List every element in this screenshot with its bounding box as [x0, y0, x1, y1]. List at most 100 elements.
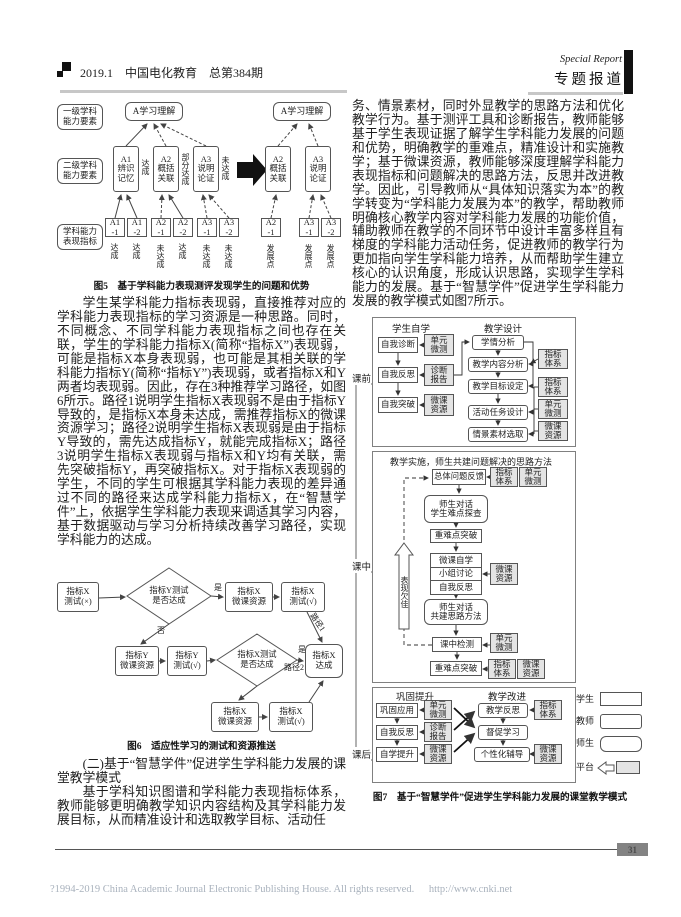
fig5-right-status-1: 发展点 [266, 244, 275, 268]
poor-performance-label: 表现欠佳 [400, 576, 409, 609]
fig5-right-status-2: 发展点 [304, 244, 313, 268]
figure6-arrows [98, 567, 324, 720]
fig5-ind-a2-2: A2 -2 [173, 217, 193, 237]
fig6-test-x-pass: 指标X 测试(√) [281, 581, 325, 612]
node-breakthrough-1: 重难点突破 [430, 529, 482, 544]
fig6-y-resource: 指标Y 微课资源 [115, 645, 159, 676]
big-right-arrow-icon [237, 154, 267, 186]
node-group-discussion: 小组讨论 [431, 566, 481, 581]
fig5-left-top-node: A学习理解 [125, 102, 183, 121]
node-micro-self-study: 微课自学 [438, 554, 473, 565]
legend-both-box [600, 736, 642, 753]
platform-micro-res-mid2: 微课 资源 [517, 659, 545, 680]
pre-right-title: 教学设计 [484, 325, 523, 336]
footer-copyright: ?1994-2019 China Academic Journal Electr… [50, 884, 660, 895]
node-self-improve: 自学提升 [376, 747, 418, 763]
node-in-class-test: 课中检测 [432, 637, 482, 653]
pre-left-title: 学生自学 [392, 325, 431, 336]
node-teaching-reflection: 教学反思 [478, 703, 528, 719]
platform-unit-test-pre: 单元 微测 [424, 334, 454, 357]
poor-performance-shape [394, 542, 414, 630]
node-goal-setting: 教学目标设定 [468, 379, 528, 395]
header-right-rule [528, 52, 623, 95]
platform-micro-res-pre2: 微课 资源 [538, 421, 568, 442]
fig5-ind-a3-2: A3 -2 [219, 217, 239, 237]
platform-indicator-mid1: 指标 体系 [490, 467, 518, 488]
figure6: 指标X 测试(×) 指标Y测试 是否达成 是 指标X 微课资源 指标X 测试(√… [57, 554, 346, 736]
body-paragraph-2: 基于学科知识图谱和学科能力表现指标体系，教师能够更明确教学知识内容结构及其学科能… [57, 784, 346, 827]
node-dialog-coconstruct: 师生对话 共建思路方法 [424, 599, 488, 626]
copyright-text: ?1994-2019 China Academic Journal Electr… [50, 884, 415, 895]
post-right-title: 教学改进 [488, 693, 527, 704]
node-self-reflection-pre: 自我反思 [378, 367, 418, 384]
stage-label-mid: 课中 [352, 559, 372, 574]
figure5: 一级学科 能力要素 二级学科 能力要素 学科能力 表现指标 A学习理解 A1 辨… [57, 100, 346, 276]
fig5-ind-status-4: 达成 [178, 243, 187, 259]
node-material-select: 情景素材选取 [468, 427, 528, 443]
fig5-row-label-2: 二级学科 能力要素 [57, 158, 103, 184]
fig5-row-label-1: 一级学科 能力要素 [57, 104, 103, 130]
fig5-right-node-a3: A3 说明 论证 [305, 146, 331, 192]
fig6-yes1-label: 是 [214, 582, 222, 592]
legend-platform-arrow-icon [597, 761, 615, 776]
journal-logo-icon-2 [57, 71, 63, 77]
fig6-test-x-fail: 指标X 测试(×) [57, 581, 99, 612]
fig5-status-a1: 达成 [141, 159, 150, 175]
fig5-right-node-a2: A2 概括 关联 [265, 146, 291, 192]
node-consolidate-apply: 巩固应用 [376, 703, 418, 719]
platform-unit-test-pre2: 单元 微测 [538, 399, 568, 420]
legend-teacher-label: 教师 [576, 716, 595, 727]
fig5-row-label-3: 学科能力 表现指标 [57, 224, 103, 250]
fig6-test-x-pass2: 指标X 测试(√) [269, 701, 313, 732]
fig6-path2-label: 路径2 [284, 662, 304, 672]
page-number-badge: 31 [617, 843, 648, 856]
fig5-ind-a1-1: A1 -1 [105, 217, 125, 237]
fig6-test-y-pass: 指标Y 测试(√) [167, 645, 207, 676]
node-self-diagnosis: 自我诊断 [378, 337, 418, 354]
fig5-ind-status-5: 未达成 [202, 244, 211, 268]
left-column: 一级学科 能力要素 二级学科 能力要素 学科能力 表现指标 A学习理解 A1 辨… [57, 100, 346, 828]
fig5-status-a2: 部分达成 [181, 153, 190, 185]
node-trio-activities: 微课自学 小组讨论 自我反思 [430, 553, 482, 596]
fig5-status-a3: 未达成 [221, 156, 230, 180]
fig5-right-top-node: A学习理解 [273, 102, 331, 121]
node-supervise-learning: 督促学习 [478, 725, 528, 741]
legend-student-label: 学生 [576, 694, 595, 705]
node-learner-analysis: 学情分析 [472, 335, 524, 351]
fig6-x-resource: 指标X 微课资源 [225, 581, 273, 612]
fig5-node-a3: A3 说明 论证 [193, 146, 219, 192]
body-paragraph-1: 学生某学科能力指标表现弱，直接推荐对应的学科能力表现指标的学习资源是一种思路。同… [57, 296, 346, 547]
platform-indicator-pre1: 指标 体系 [538, 349, 568, 370]
special-report-cn: 专题报道 [554, 72, 624, 88]
fig5-right-status-3: 发展点 [326, 244, 335, 268]
legend-teacher-box [600, 714, 642, 730]
node-content-analysis: 教学内容分析 [468, 357, 528, 373]
node-personal-tutoring: 个性化辅导 [474, 747, 530, 763]
node-breakthrough-2: 重难点突破 [430, 661, 482, 677]
fig5-ind-a2-1: A2 -1 [151, 217, 171, 237]
fig5-right-ind-a3-1: A3 -1 [299, 217, 319, 237]
fig6-x-resource2: 指标X 微课资源 [211, 701, 259, 732]
journal-logo-icon [62, 62, 71, 71]
footer-url: http://www.cnki.net [428, 884, 513, 895]
platform-micro-res-post2: 微课 资源 [534, 744, 562, 765]
subheading-2: (二)基于“智慧学件”促进学生学科能力发展的课堂教学模式 [57, 756, 346, 785]
header-left-rule [60, 56, 347, 93]
platform-diag-report-pre: 诊断 报告 [424, 364, 454, 387]
page-header: 2019.1 中国电化教育 总第384期 Special Report 专题报道 [0, 0, 681, 100]
stage-label-pre: 课前 [352, 371, 372, 386]
fig5-ind-a3-1: A3 -1 [197, 217, 217, 237]
journal-issue-info: 2019.1 中国电化教育 总第384期 [80, 66, 264, 80]
fig5-ind-status-3: 未达成 [156, 244, 165, 268]
pre-class-band [372, 317, 576, 448]
fig6-yes2-label: 是 [298, 644, 306, 654]
figure7: 课前 课中 课后 学生自学 教学设计 自我诊断 自我反思 自我突破 单元 微测 … [352, 315, 648, 811]
fig6-x-done: 指标X 达成 [305, 643, 343, 678]
platform-micro-res-post: 微课 资源 [424, 744, 452, 765]
platform-indicator-mid2: 指标 体系 [488, 659, 516, 680]
stage-label-post: 课后 [352, 747, 372, 762]
fig5-ind-status-2: 达成 [132, 243, 141, 259]
figure7-arrows [352, 339, 615, 776]
platform-indicator-pre2: 指标 体系 [538, 377, 568, 398]
